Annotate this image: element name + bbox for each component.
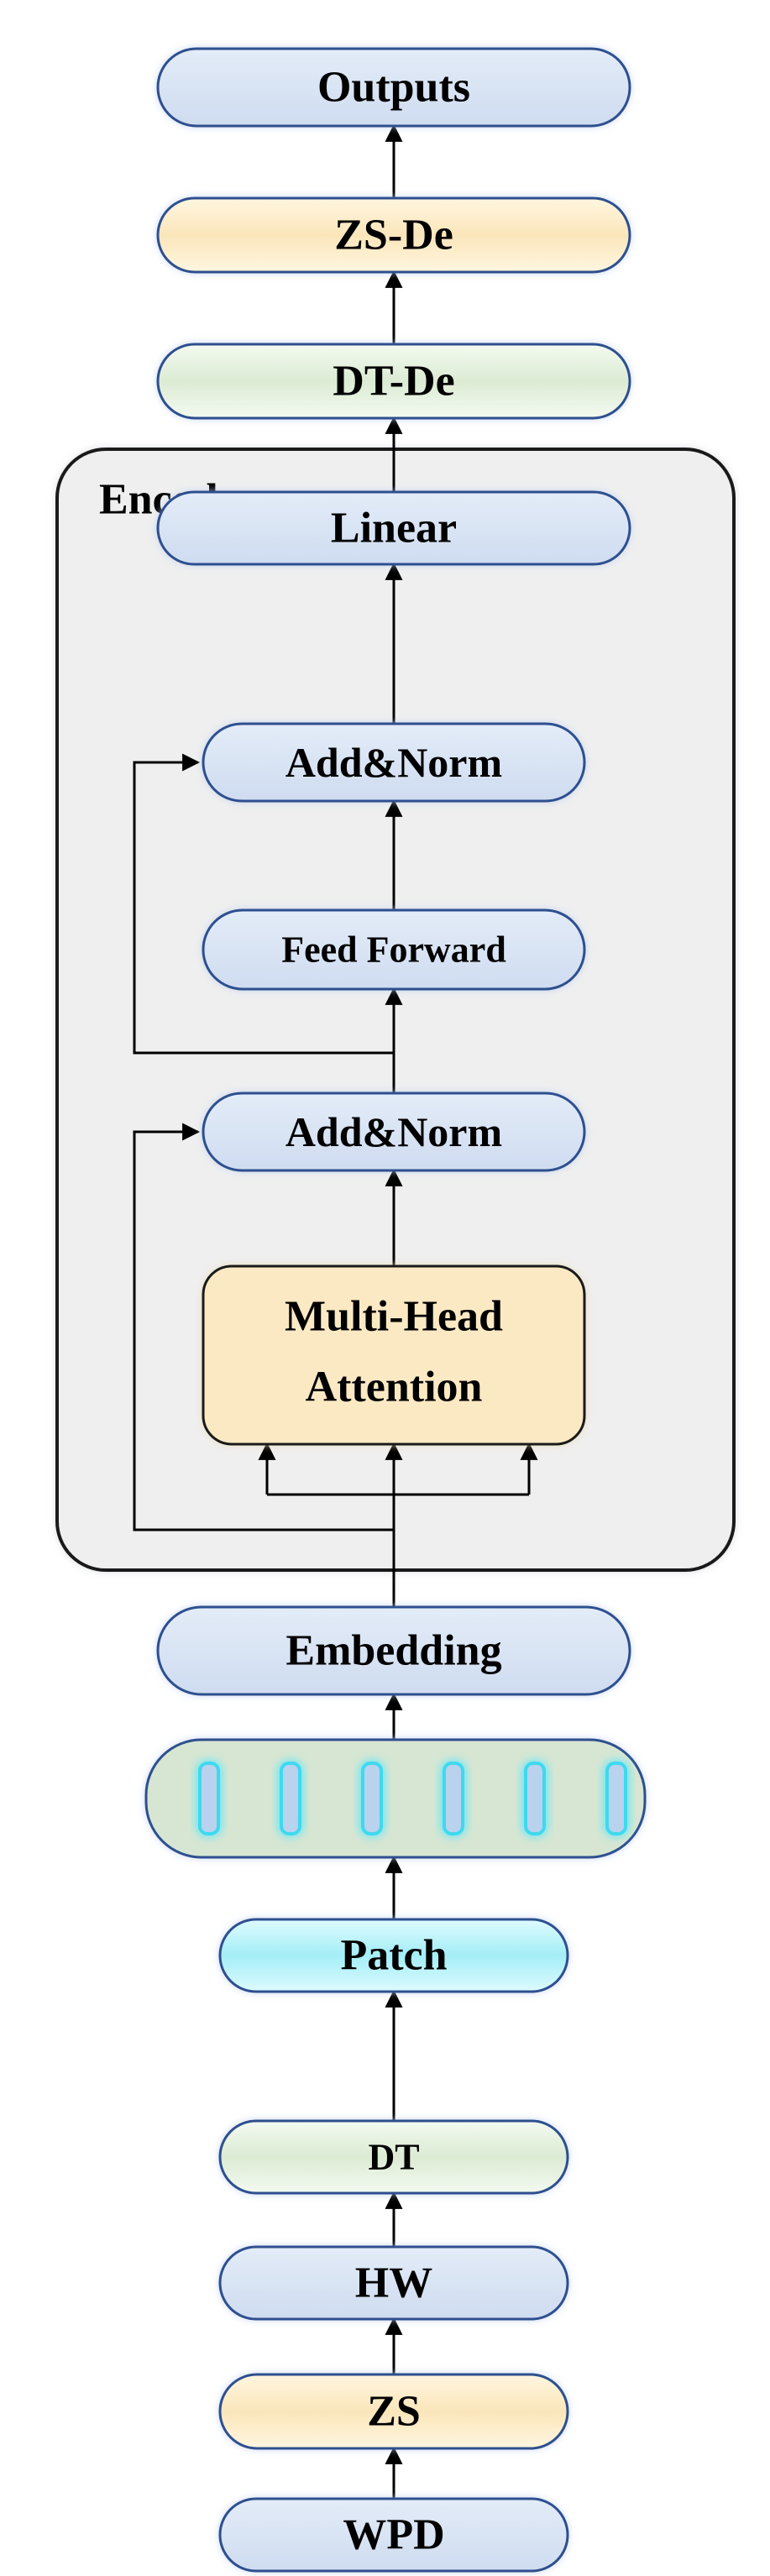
residual-1	[133, 1123, 394, 1531]
feed-forward-label: Feed Forward	[281, 929, 506, 971]
patch-token	[443, 1762, 464, 1835]
dt-de-label: DT-De	[333, 358, 454, 406]
block-add-norm-bottom: Add&Norm	[202, 1092, 586, 1172]
outputs-label: Outputs	[317, 64, 470, 112]
zs-de-label: ZS-De	[334, 212, 453, 259]
block-wpd: WPD	[218, 2497, 569, 2573]
block-outputs: Outputs	[156, 47, 631, 128]
patch-token	[280, 1762, 301, 1835]
patch-tokens	[196, 1760, 630, 1837]
block-feed-forward: Feed Forward	[202, 908, 586, 991]
patch-token-strip	[144, 1738, 647, 1859]
block-embedding: Embedding	[156, 1605, 631, 1696]
patch-token	[605, 1762, 627, 1835]
wpd-label: WPD	[343, 2511, 444, 2559]
block-add-norm-top: Add&Norm	[202, 722, 586, 803]
patch-token	[198, 1762, 220, 1835]
linear-label: Linear	[331, 505, 457, 552]
connectors	[133, 123, 538, 2499]
embedding-label: Embedding	[285, 1627, 501, 1675]
attention-label-line1: Multi-Head	[285, 1293, 503, 1341]
block-zs-de: ZS-De	[156, 196, 631, 274]
block-patch: Patch	[218, 1918, 569, 1993]
dt-label: DT	[368, 2137, 419, 2178]
block-dt: DT	[218, 2119, 569, 2195]
patch-token	[524, 1762, 546, 1835]
zs-label: ZS	[367, 2388, 421, 2436]
patch-token	[361, 1762, 383, 1835]
add-norm-bottom-label: Add&Norm	[285, 1108, 502, 1155]
block-dt-de: DT-De	[156, 343, 631, 420]
block-hw: HW	[218, 2245, 569, 2321]
block-multi-head-attention: Multi-Head Attention	[202, 1264, 586, 1446]
patch-label: Patch	[340, 1932, 447, 1980]
add-norm-top-label: Add&Norm	[285, 739, 502, 786]
block-zs: ZS	[218, 2373, 569, 2450]
hw-label: HW	[355, 2259, 432, 2307]
residual-2	[133, 753, 394, 1055]
block-linear: Linear	[156, 490, 631, 566]
attention-label-line2: Attention	[306, 1364, 483, 1411]
